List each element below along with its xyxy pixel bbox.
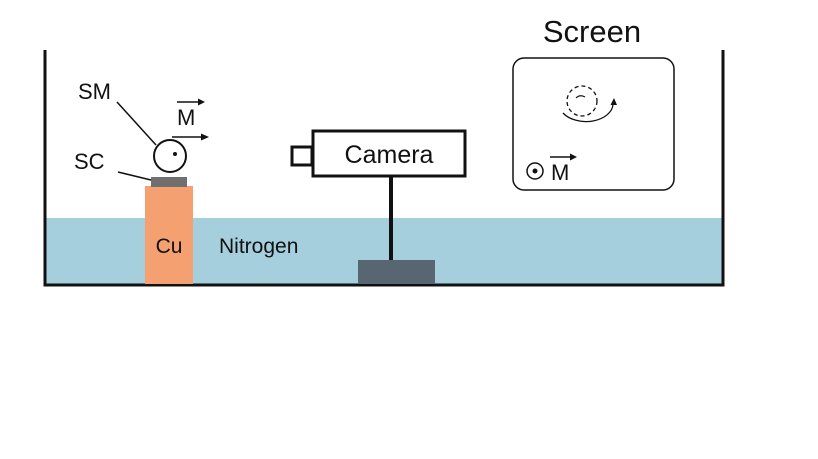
sm-label: SM	[78, 79, 111, 104]
suspended-magnet	[153, 139, 187, 173]
sc-label: SC	[74, 149, 105, 174]
sm-leader-line	[116, 101, 157, 146]
screen-m-label: M	[551, 160, 569, 185]
m-vector-label: M	[177, 105, 195, 130]
magnet-center-dot	[173, 152, 177, 156]
sc-leader-line	[117, 171, 152, 181]
m-vector-arrowhead-top	[198, 98, 205, 106]
cu-label: Cu	[156, 235, 183, 258]
screen-m-arrowhead	[570, 153, 577, 161]
camera-label: Camera	[345, 141, 434, 169]
camera-body	[311, 129, 467, 178]
circular-arrow-icon	[562, 85, 617, 123]
copper-block	[145, 186, 193, 284]
camera-lens	[290, 145, 314, 167]
vessel-walls	[43, 50, 725, 287]
dot-in-circle-icon	[526, 162, 544, 180]
camera-stand-base	[358, 260, 435, 284]
superconductor-sample	[151, 177, 187, 187]
m-vector-arrowhead-bottom	[201, 133, 209, 141]
nitrogen-label: Nitrogen	[219, 235, 298, 258]
screen-title: Screen	[543, 14, 641, 49]
